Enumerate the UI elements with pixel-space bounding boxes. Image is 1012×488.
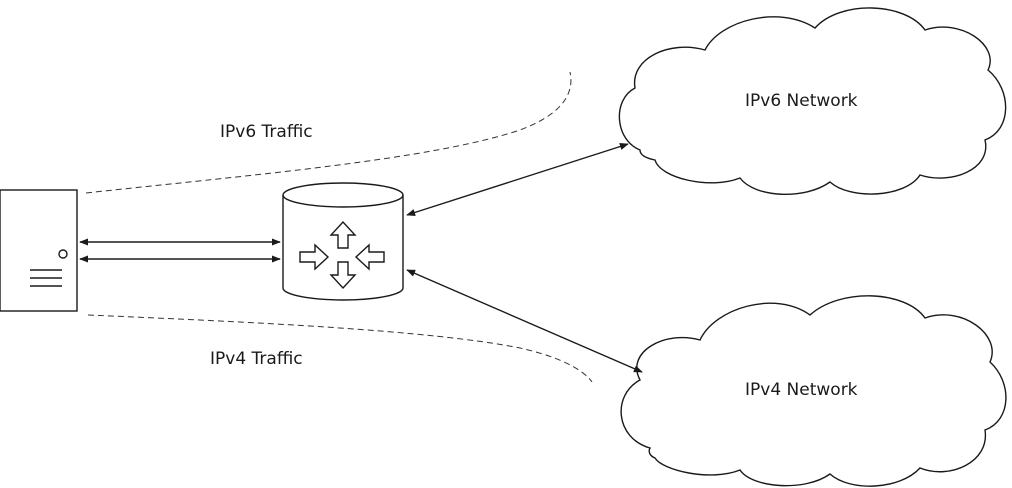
ipv6-traffic-label: IPv6 Traffic — [220, 122, 313, 142]
server-icon — [0, 189, 78, 312]
ipv6-cloud-icon — [618, 7, 1007, 196]
ipv4-network-label: IPv4 Network — [745, 380, 858, 400]
ipv6-network-label: IPv6 Network — [745, 91, 858, 111]
router-ipv4-link — [406, 269, 643, 373]
router-ipv6-link — [406, 143, 629, 216]
ipv4-traffic-label: IPv4 Traffic — [210, 349, 303, 369]
router-icon — [282, 182, 404, 301]
ipv4-cloud-icon — [620, 295, 1007, 487]
ipv4-traffic-path — [87, 314, 593, 383]
ipv6-traffic-path — [85, 71, 572, 194]
